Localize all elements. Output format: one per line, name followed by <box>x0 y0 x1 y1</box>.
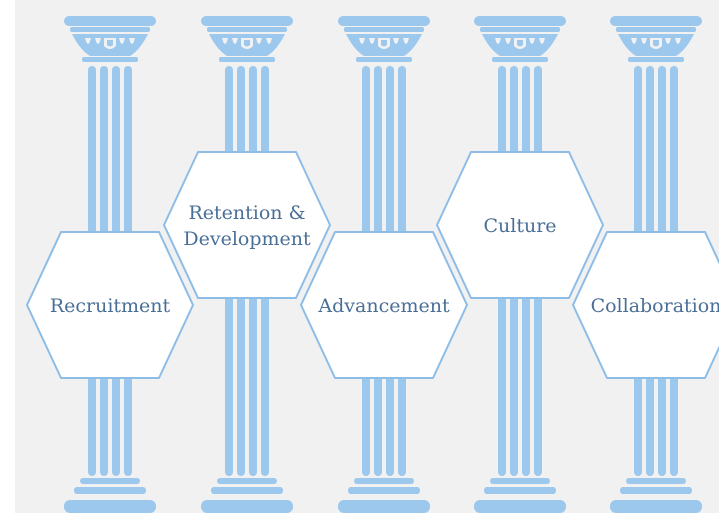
pillar-neck-ring <box>219 57 275 62</box>
capital-leaf <box>369 38 375 44</box>
hexagon-culture: Culture <box>436 151 604 299</box>
capital-leaf <box>631 38 637 44</box>
hexagon-shape <box>300 231 468 379</box>
capital-leaf <box>539 38 545 44</box>
hexagon-shape <box>163 151 331 299</box>
hexagon-label-culture: Culture <box>483 215 556 237</box>
capital-shield-inner <box>107 40 113 47</box>
pillar-base-molding <box>484 487 556 494</box>
hexagon-recruitment: Recruitment <box>26 231 194 379</box>
hexagon-collaboration: Collaboration <box>572 231 719 379</box>
pillar-base-ring <box>490 478 550 484</box>
hexagon-label-collaboration: Collaboration <box>591 295 719 317</box>
pillar-base-ring <box>626 478 686 484</box>
capital-ornament <box>359 38 409 44</box>
pillar-top-molding <box>207 27 287 32</box>
hexagon-label-retention-development: Retention & <box>188 202 305 224</box>
pillar-base-plinth <box>64 500 156 513</box>
capital-leaf <box>266 38 272 44</box>
capital-leaf <box>403 38 409 44</box>
pillar-base-molding <box>620 487 692 494</box>
capital-leaf <box>495 38 501 44</box>
capital-shield-inner <box>244 40 250 47</box>
pillar-base-plinth <box>338 500 430 513</box>
pillar-base-ring <box>80 478 140 484</box>
pillar-top-slab <box>610 16 702 26</box>
pillar-base-plinth <box>474 500 566 513</box>
pillar-top-slab <box>64 16 156 26</box>
capital-shield-inner <box>653 40 659 47</box>
capital-leaf <box>675 38 681 44</box>
capital-leaf <box>641 38 647 44</box>
capital-leaf <box>129 38 135 44</box>
pillar-base-plinth <box>201 500 293 513</box>
capital-leaf <box>529 38 535 44</box>
hexagon-label-recruitment: Recruitment <box>50 295 171 317</box>
pillar-base-plinth <box>610 500 702 513</box>
pillar-base-molding <box>74 487 146 494</box>
pillar-top-slab <box>201 16 293 26</box>
capital-ornament <box>222 38 272 44</box>
capital-leaf <box>85 38 91 44</box>
capital-leaf <box>256 38 262 44</box>
hexagon-retention-development: Retention & Development <box>163 151 331 299</box>
pillar-top-slab <box>338 16 430 26</box>
pillar-base-molding <box>211 487 283 494</box>
capital-leaf <box>665 38 671 44</box>
capital-leaf <box>222 38 228 44</box>
capital-shield-inner <box>517 40 523 47</box>
pillar-neck-ring <box>356 57 412 62</box>
pillar-top-molding <box>70 27 150 32</box>
capital-ornament <box>631 38 681 44</box>
capital-leaf <box>505 38 511 44</box>
capital-leaf <box>232 38 238 44</box>
pillar-neck-ring <box>82 57 138 62</box>
pillar-neck-ring <box>492 57 548 62</box>
capital-leaf <box>119 38 125 44</box>
capital-leaf <box>359 38 365 44</box>
capital-ornament <box>495 38 545 44</box>
hexagon-shape <box>26 231 194 379</box>
pillar-top-molding <box>480 27 560 32</box>
hexagon-label-retention-development: Development <box>183 228 311 250</box>
hexagon-shape <box>436 151 604 299</box>
capital-ornament <box>85 38 135 44</box>
hexagon-advancement: Advancement <box>300 231 468 379</box>
pillar-neck-ring <box>628 57 684 62</box>
pillar-top-slab <box>474 16 566 26</box>
capital-shield-inner <box>381 40 387 47</box>
pillar-base-ring <box>217 478 277 484</box>
pillar-base-molding <box>348 487 420 494</box>
pillar-top-molding <box>616 27 696 32</box>
pillar-base-ring <box>354 478 414 484</box>
pillar-top-molding <box>344 27 424 32</box>
hexagon-label-advancement: Advancement <box>317 295 450 317</box>
capital-leaf <box>95 38 101 44</box>
capital-leaf <box>393 38 399 44</box>
hexagon-shape <box>572 231 719 379</box>
